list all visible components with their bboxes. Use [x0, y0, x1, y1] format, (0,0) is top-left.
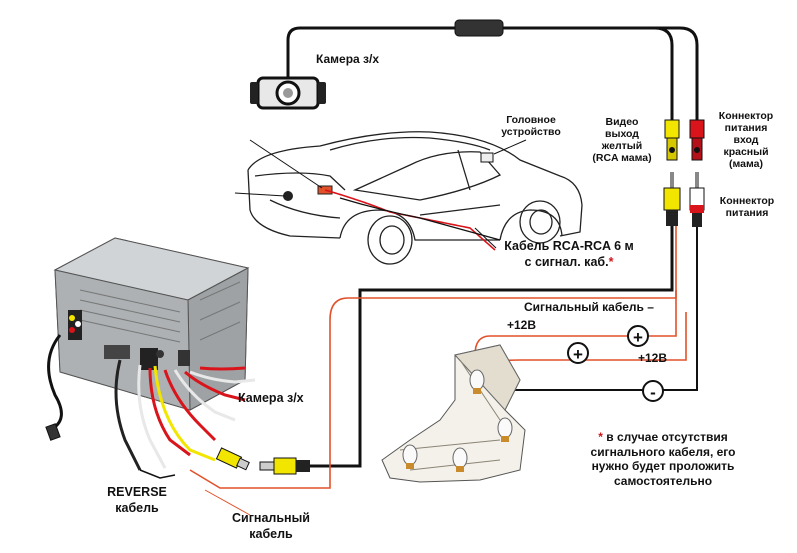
- note-line2: сигнального кабеля, его: [590, 444, 736, 459]
- plus12-left-label: +12В: [507, 318, 537, 332]
- tail-light-assembly: [381, 344, 526, 483]
- rca-cable-long: [310, 268, 674, 468]
- reverse-cable-line2: кабель: [115, 501, 159, 515]
- rca-cable-pointer: [474, 227, 497, 249]
- power-in-line5: (мама): [729, 158, 763, 170]
- head-unit-label-line2: устройство: [501, 126, 561, 138]
- note-line3: нужно будет проложить: [591, 459, 735, 473]
- head-unit-pointer: [493, 139, 527, 155]
- power-in-line1: Коннектор: [718, 110, 774, 122]
- plus-terminal-2: +: [567, 342, 589, 364]
- head-unit-label: Головное устройство: [492, 114, 570, 138]
- signal-cable-right-label: Сигнальный кабель –: [524, 300, 654, 314]
- minus-terminal: -: [642, 380, 664, 402]
- signal-cable-pointer: [204, 489, 251, 516]
- signal-cable-bottom-line2: кабель: [249, 527, 293, 541]
- note-text: * в случае отсутствия сигнального кабеля…: [555, 430, 771, 488]
- camera-cable: [286, 26, 674, 120]
- head-unit-device: [53, 237, 250, 411]
- car-pointer-lines: [234, 139, 323, 197]
- rca-cable-label: Кабель RCA-RCA 6 м с сигнал. каб.*: [494, 238, 644, 270]
- power-cable-upper: [505, 26, 699, 120]
- video-out-line1: Видео: [605, 116, 639, 128]
- power-in-line3: вход: [733, 134, 759, 146]
- rca-cable-line2-text: с сигнал. каб.: [524, 255, 609, 269]
- reverse-cable-end: [139, 469, 176, 479]
- power-in-line2: питания: [724, 122, 768, 134]
- note-line4: самостоятельно: [613, 473, 713, 488]
- rca-video-yellow-male: [663, 172, 681, 226]
- camera-bottom-label: Камера з/х: [238, 391, 304, 405]
- power-connector-male: [689, 172, 705, 227]
- plus-terminal-1: +: [627, 325, 649, 347]
- head-unit-rca-yellow: [215, 447, 250, 471]
- note-line1-text: в случае отсутствия: [606, 430, 728, 444]
- video-out-label: Видео выход желтый (RCA мама): [586, 116, 658, 164]
- reverse-cable-label: REVERSE кабель: [102, 484, 172, 516]
- camera-top-label: Камера з/х: [316, 52, 380, 66]
- power-connector-line2: питания: [725, 207, 769, 219]
- signal-cable-bottom-line1: Сигнальный: [232, 511, 310, 525]
- head-unit-harness: [47, 334, 256, 471]
- head-unit-icon-car: [480, 152, 494, 163]
- power-in-line4: красный: [723, 146, 769, 158]
- signal-wire-long: [189, 290, 677, 489]
- cable-rca-yellow-male: [259, 457, 310, 475]
- rca-power-in-red: [689, 119, 705, 161]
- video-out-line3: желтый: [601, 140, 643, 152]
- rca-cable-star: *: [608, 255, 614, 269]
- rca-cable-line2: с сигнал. каб.*: [494, 254, 644, 270]
- power-connector-line1: Коннектор: [719, 195, 775, 207]
- video-out-line2: выход: [605, 128, 639, 140]
- power-in-label: Коннектор питания вход красный (мама): [706, 110, 786, 170]
- car-camera-mount: [283, 191, 293, 201]
- car-outline: [247, 131, 583, 265]
- car-internal-cable-black: [339, 197, 501, 241]
- reverse-cable-line1: REVERSE: [107, 485, 167, 499]
- power-connector-label: Коннектор питания: [710, 195, 784, 219]
- plus12-right-label: +12В: [638, 351, 668, 365]
- rca-video-out-yellow: [664, 119, 680, 161]
- signal-cable-bottom-label: Сигнальный кабель: [218, 510, 324, 542]
- cable-splitter: [454, 19, 504, 37]
- video-out-line4: (RCA мама): [592, 152, 652, 164]
- power-wire-down: [490, 227, 698, 391]
- note-line1: * в случае отсутствия: [555, 430, 771, 445]
- rca-cable-line1: Кабель RCA-RCA 6 м: [504, 239, 634, 253]
- usb-plug: [45, 423, 61, 441]
- head-unit-label-line1: Головное: [506, 114, 556, 126]
- note-star: *: [598, 430, 603, 444]
- rear-camera-top: [250, 76, 326, 110]
